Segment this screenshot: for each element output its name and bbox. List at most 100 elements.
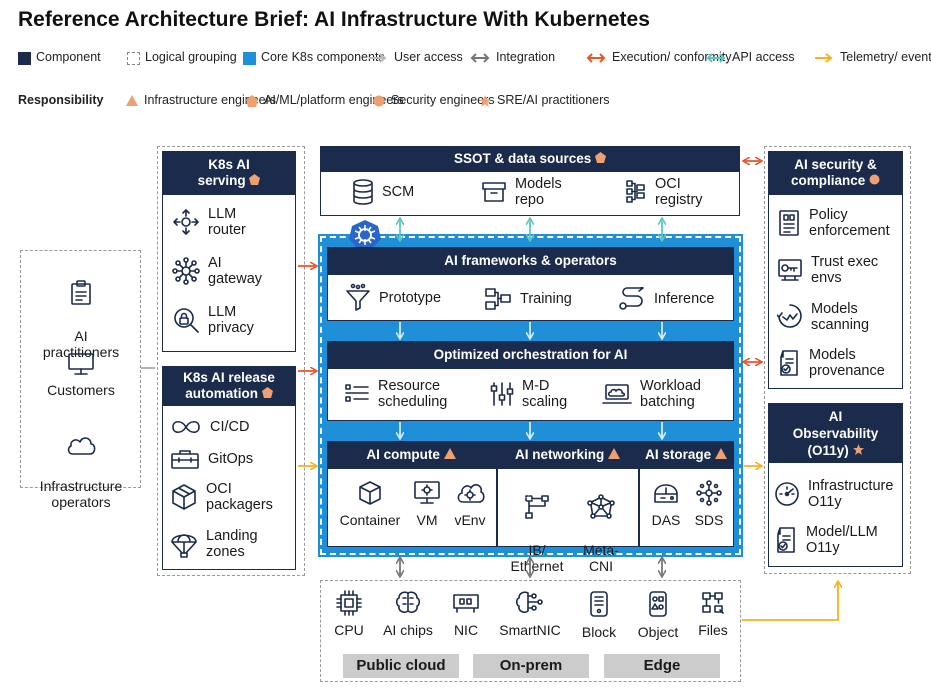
container-cube-icon xyxy=(359,481,381,505)
hw-ai-chips: AI chips xyxy=(376,590,440,638)
clipboard-icon xyxy=(71,280,91,305)
policy-doc-icon xyxy=(779,210,799,236)
observability-title: AI Observability (O11y) xyxy=(792,408,879,458)
item-label: Meta- CNI xyxy=(583,542,619,574)
pentagon-icon xyxy=(246,95,258,107)
user-label: AI practitioners xyxy=(42,328,120,360)
object-storage-icon xyxy=(649,591,667,617)
item-label: Models provenance xyxy=(809,347,885,379)
item-label: Models scanning xyxy=(811,301,870,333)
item-label: CI/CD xyxy=(210,419,250,435)
ssot-title: SSOT & data sources xyxy=(453,151,592,166)
obs-infra-o11y: Infrastructure O11y xyxy=(774,478,893,510)
funnel-icon xyxy=(346,283,370,311)
telemetry-arrow-icon xyxy=(815,53,833,63)
ssot-scm: SCM xyxy=(352,179,414,205)
monitor-icon xyxy=(68,353,94,375)
compute-venv: vEnv xyxy=(447,480,493,528)
storage-sds: SDS xyxy=(688,480,730,528)
release-landing-zones: Landing zones xyxy=(170,528,258,560)
item-label: Infrastructure O11y xyxy=(808,478,894,510)
networking-title: AI networking xyxy=(514,447,605,462)
legend-security-engineers: Security engineers xyxy=(373,93,495,125)
location-public-cloud: Public cloud xyxy=(343,654,459,678)
router-arrows-icon xyxy=(173,209,199,235)
integration-arrow-icon xyxy=(470,53,490,63)
item-label: LLM router xyxy=(208,206,246,238)
legend-label: Telemetry/ events xyxy=(840,50,931,64)
divider xyxy=(496,469,498,547)
location-edge: Edge xyxy=(604,654,720,678)
pentagon-icon xyxy=(261,387,273,398)
hardware-group xyxy=(320,580,741,682)
hw-cpu: CPU xyxy=(327,590,371,638)
compute-header: AI compute xyxy=(327,441,495,469)
api-arrow-icon xyxy=(706,53,726,63)
item-label: AI gateway xyxy=(208,255,263,287)
legend-integration: Integration xyxy=(470,50,580,82)
observability-header: AI Observability (O11y) xyxy=(768,403,903,463)
item-label: IB/ Ethernet xyxy=(510,542,564,574)
ssot-models-repo: Models repo xyxy=(481,176,562,208)
compute-container: Container xyxy=(332,480,408,528)
divider xyxy=(638,469,640,547)
block-storage-icon xyxy=(590,591,608,617)
k8s-serving-title: K8s AI serving xyxy=(197,157,250,188)
item-label: Resource scheduling xyxy=(378,378,448,410)
legend-component-swatch xyxy=(18,52,31,65)
compute-title: AI compute xyxy=(366,447,440,462)
legend-label: Integration xyxy=(496,50,556,64)
flow-blocks-icon xyxy=(485,288,511,310)
route-path-icon xyxy=(619,287,644,310)
cloud-icon xyxy=(67,437,96,455)
star-icon xyxy=(479,95,491,107)
kubernetes-icon xyxy=(349,220,381,249)
mesh-icon xyxy=(587,494,615,519)
item-label: GitOps xyxy=(208,451,254,467)
legend-infra-engineers: Infrastructure engineers xyxy=(126,93,276,125)
legend-label: Logical grouping xyxy=(145,50,237,64)
archive-box-icon xyxy=(482,182,506,202)
legend-label: User access xyxy=(394,50,463,64)
item-label: Training xyxy=(520,291,572,307)
orch-md-scaling: M-D scaling xyxy=(490,378,567,410)
frameworks-header: AI frameworks & operators xyxy=(327,247,734,275)
gauge-icon xyxy=(775,482,799,506)
users-group xyxy=(20,250,141,488)
page-title: Reference Architecture Brief: AI Infrast… xyxy=(18,8,650,31)
legend-label: Security engineers xyxy=(391,93,495,107)
legend-label: Component xyxy=(36,50,101,64)
orchestration-header: Optimized orchestration for AI xyxy=(327,341,734,369)
triangle-icon xyxy=(443,448,456,459)
item-label: NIC xyxy=(453,622,479,638)
item-label: Inference xyxy=(654,291,715,307)
vm-monitor-icon xyxy=(414,481,440,504)
hw-nic: NIC xyxy=(444,590,488,638)
legend-sre: SRE/AI practitioners xyxy=(479,93,610,125)
triangle-icon xyxy=(714,448,727,459)
brain-chip-icon xyxy=(395,591,421,613)
distributed-storage-icon xyxy=(696,480,722,506)
item-label: SCM xyxy=(382,184,415,200)
legend-component: Component xyxy=(18,50,128,82)
item-label: Trust exec envs xyxy=(811,254,879,286)
serving-llm-privacy: LLM privacy xyxy=(172,304,254,336)
storage-das: DAS xyxy=(644,480,688,528)
ssot-oci-registry: OCI registry xyxy=(625,176,703,208)
legend-label: Infrastructure engineers xyxy=(144,93,277,107)
item-label: Object xyxy=(637,624,679,640)
report-check-icon xyxy=(777,527,795,553)
sec-trust-exec: Trust exec envs xyxy=(777,254,878,286)
security-header: AI security & compliance xyxy=(768,151,903,195)
sliders-icon xyxy=(490,382,514,406)
serving-ai-gateway: AI gateway xyxy=(172,255,262,287)
cpu-chip-icon xyxy=(336,590,362,616)
user-customers: Customers xyxy=(25,352,137,398)
k8s-release-header: K8s AI release automation xyxy=(162,366,296,406)
legend-label: Core K8s components xyxy=(261,50,385,64)
serving-llm-router: LLM router xyxy=(172,206,246,238)
legend-label: SRE/AI practitioners xyxy=(497,93,610,107)
compute-vm: VM xyxy=(402,480,452,528)
legend-label: AI/ML/platform engineers xyxy=(264,93,404,107)
orch-resource-scheduling: Resource scheduling xyxy=(344,378,447,410)
